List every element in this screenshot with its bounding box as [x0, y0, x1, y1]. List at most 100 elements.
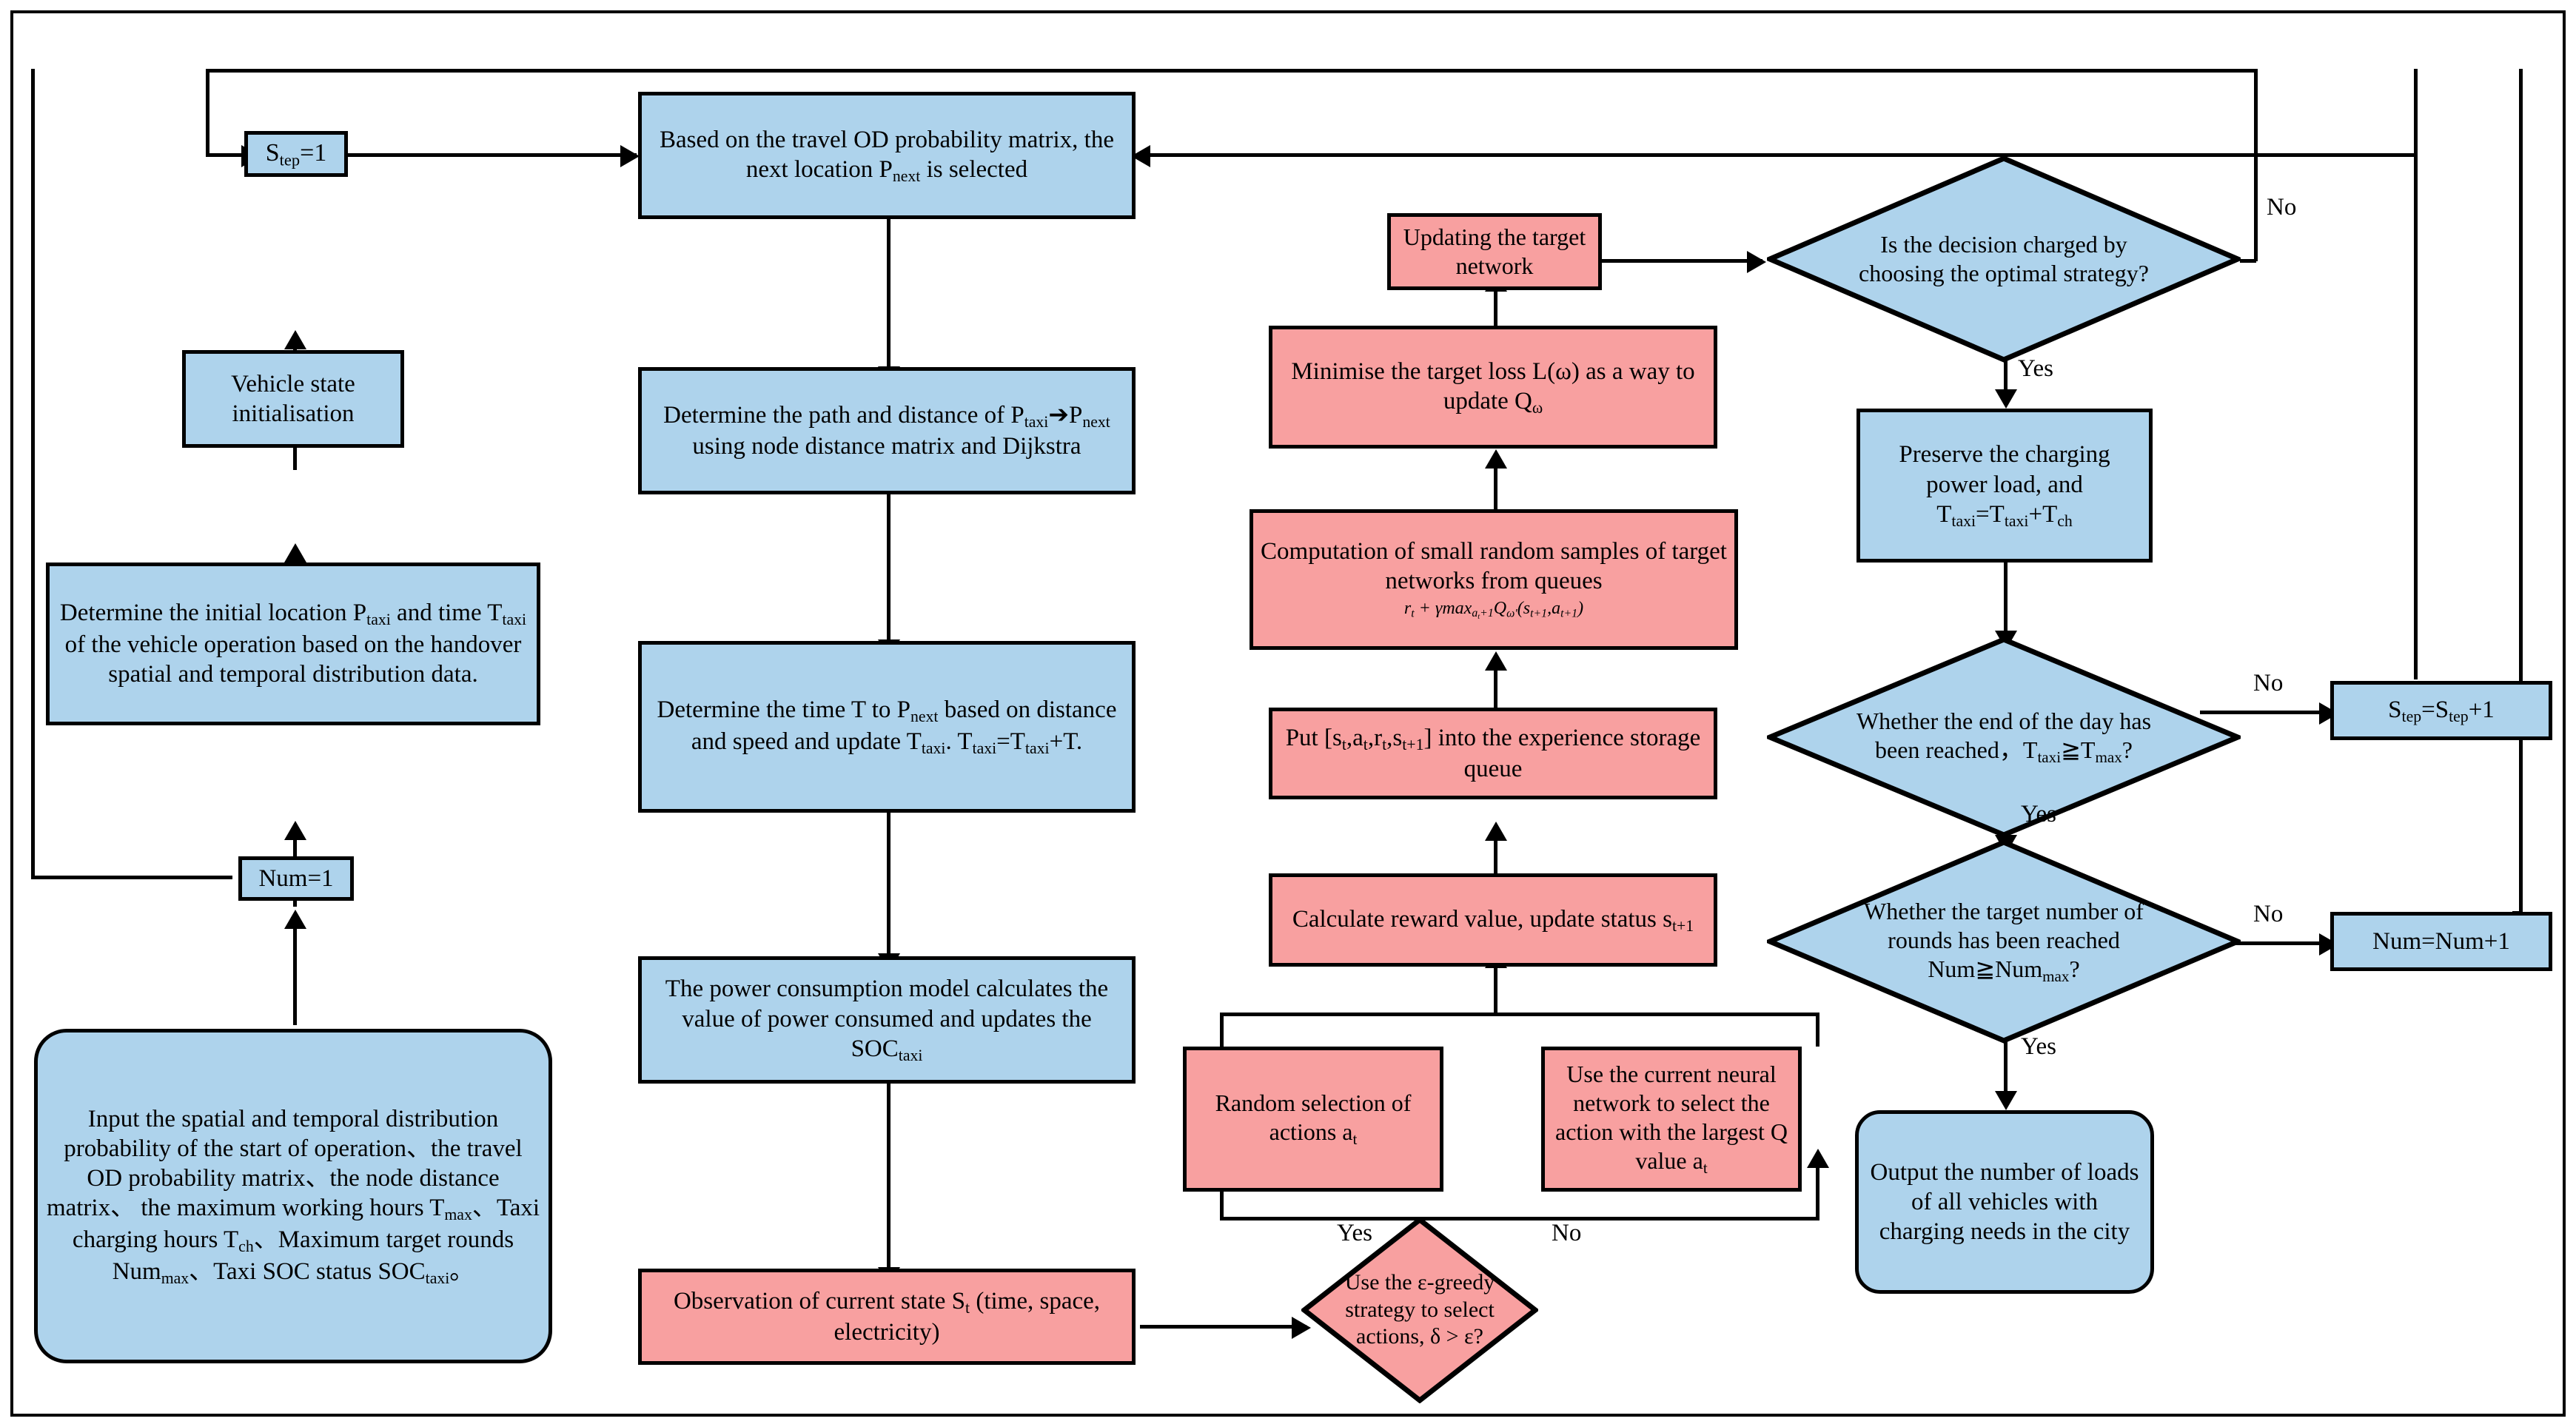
node-power-model-label: The power consumption model calculates t…: [665, 976, 1109, 1065]
node-experience-label: Put [st,at,rt,st+1] into the experience …: [1285, 724, 1701, 783]
edge-greedy-no-up: [1816, 1166, 1819, 1218]
node-update-target-label: Updating the target network: [1403, 223, 1586, 279]
arrow-observation-to-greedy: [1292, 1317, 1311, 1339]
edge-preserve-to-endofday: [2004, 563, 2008, 637]
node-observation[interactable]: Observation of current state St (time, s…: [638, 1269, 1136, 1365]
arrow-experience-to-sampling: [1485, 651, 1507, 671]
arrow-decision-to-preserve: [1995, 389, 2017, 409]
node-minimise-loss[interactable]: Minimise the target loss L(ω) as a way t…: [1269, 326, 1717, 449]
node-step-increment-label: Step=Step+1: [2388, 696, 2495, 725]
arrow-input-to-num: [284, 910, 306, 929]
node-network-action[interactable]: Use the current neural network to select…: [1541, 1047, 1802, 1192]
node-sampling-formula: rt + γmaxat+1Qω′(st+1,at+1): [1403, 598, 1584, 622]
edge-random-up: [1220, 1013, 1224, 1047]
edge-greedy-split-bar: [1220, 1217, 1819, 1220]
node-random-action[interactable]: Random selection of actions at: [1183, 1047, 1443, 1192]
node-determine-init-label: Determine the initial location Ptaxi and…: [59, 600, 527, 688]
node-end-of-day[interactable]: Whether the end of the day has been reac…: [1767, 637, 2241, 838]
edge-left-rail-vertical: [31, 69, 35, 879]
decision-charge-diamond-shape: [1767, 155, 2241, 363]
node-output-result[interactable]: Output the number of loads of all vehicl…: [1855, 1110, 2154, 1294]
edge-label-targetrounds-yes: Yes: [2021, 1033, 2057, 1060]
node-update-target[interactable]: Updating the target network: [1387, 213, 1602, 290]
edge-action-merge-bar: [1220, 1013, 1819, 1016]
edge-decision-no-right: [2240, 259, 2256, 263]
edge-endofday-no: [2200, 711, 2330, 714]
edge-label-decision-yes: Yes: [2018, 355, 2054, 382]
arrow-vehicle-to-step: [284, 330, 306, 349]
node-sampling[interactable]: Computation of small random samples of t…: [1250, 509, 1738, 650]
edge-label-targetrounds-no: No: [2253, 901, 2284, 927]
node-preserve-load-label: Preserve the charging power load, and Tt…: [1899, 441, 2110, 531]
epsilon-greedy-diamond-shape: [1301, 1217, 1538, 1403]
edge-greedy-yes-up: [1220, 1166, 1224, 1218]
node-target-rounds[interactable]: Whether the target number of rounds has …: [1767, 839, 2241, 1044]
node-experience[interactable]: Put [st,at,rt,st+1] into the experience …: [1269, 708, 1717, 799]
node-decision-charge-label: Is the decision charged by choosing the …: [1859, 230, 2149, 286]
edge-experience-to-sampling: [1494, 668, 1497, 711]
node-num-init[interactable]: Num=1: [238, 856, 354, 901]
edge-stepinc-up-to-bus: [2414, 69, 2418, 679]
node-time-update-label: Determine the time T to Pnext based on d…: [657, 696, 1117, 758]
edge-observation-to-greedy: [1140, 1325, 1307, 1329]
node-epsilon-greedy-label: Use the ε-greedy strategy to select acti…: [1344, 1270, 1495, 1349]
end-of-day-diamond-shape: [1767, 637, 2241, 838]
edge-numinc-up-to-bus: [2519, 69, 2523, 911]
node-preserve-load[interactable]: Preserve the charging power load, and Tt…: [1856, 409, 2153, 563]
edge-top-feedback-left-drop: [206, 69, 209, 155]
node-step-init[interactable]: Step=1: [244, 131, 348, 177]
node-path-distance-label: Determine the path and distance of Ptaxi…: [663, 401, 1110, 460]
edge-sampling-to-loss: [1494, 466, 1497, 509]
node-epsilon-greedy[interactable]: Use the ε-greedy strategy to select acti…: [1301, 1217, 1538, 1403]
node-next-location[interactable]: Based on the travel OD probability matri…: [638, 92, 1136, 219]
edge-merge-to-reward: [1494, 967, 1497, 1014]
arrow-reward-to-experience: [1485, 822, 1507, 841]
node-step-increment[interactable]: Step=Step+1: [2330, 681, 2552, 740]
node-observation-label: Observation of current state St (time, s…: [673, 1287, 1101, 1346]
node-step-init-label: Step=1: [265, 139, 327, 169]
arrow-num-to-determine: [284, 821, 306, 840]
node-network-action-label: Use the current neural network to select…: [1555, 1061, 1788, 1178]
edge-targetrounds-no: [2200, 941, 2330, 945]
arrow-targetrounds-to-output: [1995, 1091, 2017, 1110]
edge-nextloc-to-path: [887, 218, 890, 370]
node-time-update[interactable]: Determine the time T to Pnext based on d…: [638, 641, 1136, 813]
edge-label-greedy-yes: Yes: [1337, 1220, 1373, 1246]
arrow-step-to-next-location: [620, 145, 640, 167]
edge-label-endofday-no: No: [2253, 670, 2284, 696]
edge-input-to-num: [293, 929, 297, 1025]
node-path-distance[interactable]: Determine the path and distance of Ptaxi…: [638, 367, 1136, 494]
node-reward[interactable]: Calculate reward value, update status st…: [1269, 873, 1717, 967]
arrow-sampling-to-loss: [1485, 449, 1507, 469]
edge-num-left-rail: [31, 876, 232, 879]
edge-power-to-observation: [887, 1081, 890, 1273]
target-rounds-diamond-shape: [1767, 839, 2241, 1044]
edge-loss-to-update: [1494, 290, 1497, 327]
edge-time-to-power: [887, 810, 890, 958]
edge-step-to-next-location: [348, 153, 637, 157]
arrow-update-to-decision: [1747, 251, 1766, 273]
node-input-data[interactable]: Input the spatial and temporal distribut…: [34, 1029, 552, 1363]
node-minimise-loss-label: Minimise the target loss L(ω) as a way t…: [1291, 357, 1695, 417]
edge-reward-to-experience: [1494, 839, 1497, 876]
node-determine-init[interactable]: Determine the initial location Ptaxi and…: [46, 563, 540, 725]
node-num-increment[interactable]: Num=Num+1: [2330, 912, 2552, 971]
node-power-model[interactable]: The power consumption model calculates t…: [638, 956, 1136, 1084]
edge-label-greedy-no: No: [1552, 1220, 1582, 1246]
edge-right-rail-to-nextloc: [1140, 153, 2417, 157]
node-sampling-label: Computation of small random samples of t…: [1261, 538, 1727, 595]
edge-top-feedback-into-step: [206, 153, 258, 157]
node-random-action-label: Random selection of actions at: [1215, 1089, 1412, 1149]
edge-targetrounds-yes: [2004, 1020, 2008, 1095]
edge-label-endofday-yes: Yes: [2021, 801, 2057, 827]
edge-decision-yes-down: [2004, 349, 2008, 394]
node-next-location-label: Based on the travel OD probability matri…: [659, 126, 1114, 185]
edge-top-feedback-horizontal: [206, 69, 2258, 73]
edge-decision-no-up: [2254, 69, 2258, 261]
edge-network-up: [1816, 1013, 1819, 1047]
node-decision-charge[interactable]: Is the decision charged by choosing the …: [1767, 155, 2241, 363]
edge-update-to-decision: [1602, 259, 1762, 263]
